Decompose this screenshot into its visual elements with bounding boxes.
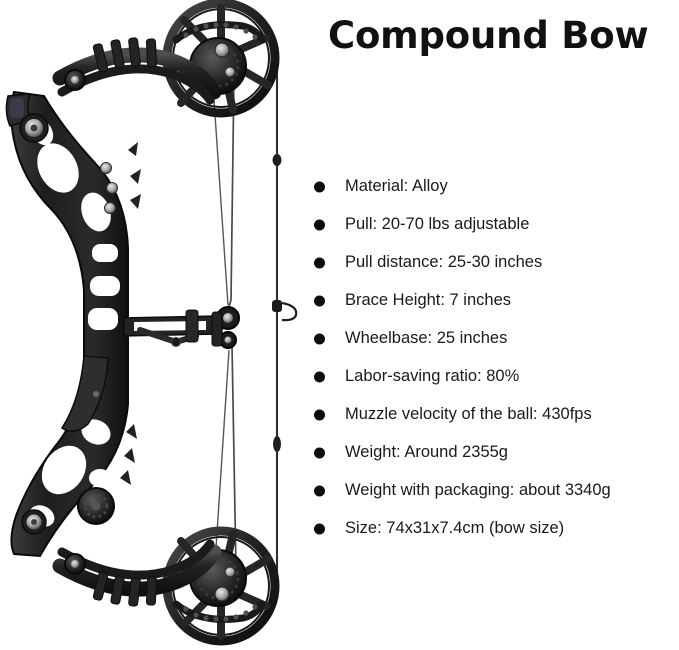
list-item: Pull: 20-70 lbs adjustable: [300, 206, 679, 244]
peep-sight: [272, 300, 298, 322]
riser-cutouts-lower: [29, 419, 111, 527]
bullet-icon: [314, 295, 325, 307]
bullet-icon: [314, 447, 325, 459]
spec-label: Weight with packaging: about 3340g: [345, 481, 611, 500]
string-accessories: [272, 154, 298, 452]
list-item: Size: 74x31x7.4cm (bow size): [300, 510, 679, 548]
grip: [60, 355, 109, 432]
bullet-icon: [314, 219, 325, 231]
stabilizer-mount-bolt: [21, 509, 47, 535]
lower-limb: [52, 539, 222, 607]
cable-secondary-lower: [215, 349, 230, 549]
cable-guard-assembly: [123, 306, 240, 349]
riser-dampener-pins: [100, 162, 118, 214]
bullet-icon: [314, 523, 325, 535]
spec-label: Pull: 20-70 lbs adjustable: [345, 215, 530, 234]
bullet-icon: [314, 333, 325, 345]
page-title: Compound Bow: [328, 14, 649, 57]
lower-limb-fins: [92, 571, 158, 607]
spec-label: Wheelbase: 25 inches: [345, 329, 508, 348]
spec-label: Size: 74x31x7.4cm (bow size): [345, 519, 565, 538]
list-item: Labor-saving ratio: 80%: [300, 358, 679, 396]
list-item: Muzzle velocity of the ball: 430fps: [300, 396, 679, 434]
bullet-icon: [314, 257, 325, 269]
bullet-icon: [314, 485, 325, 497]
spec-label: Brace Height: 7 inches: [345, 291, 512, 310]
list-item: Wheelbase: 25 inches: [300, 320, 679, 358]
list-item: Material: Alloy: [300, 168, 679, 206]
cable-secondary-upper: [213, 99, 229, 306]
list-item: Brace Height: 7 inches: [300, 282, 679, 320]
spec-label: Pull distance: 25-30 inches: [345, 253, 543, 272]
spec-label: Weight: Around 2355g: [345, 443, 508, 462]
riser-cutouts-mid: [88, 244, 120, 330]
bullet-icon: [314, 409, 325, 421]
upper-limb-fins: [92, 37, 158, 73]
cam-module-track: [172, 21, 266, 44]
riser-serrations: [120, 142, 141, 485]
sight-mount-bolt: [19, 113, 49, 143]
string-nock-lower: [273, 436, 281, 452]
specification-list: Material: Alloy Pull: 20-70 lbs adjustab…: [300, 168, 679, 548]
riser-lower-hub: [77, 487, 115, 525]
spec-label: Material: Alloy: [345, 177, 448, 196]
bullet-icon: [314, 371, 325, 383]
string-nock-upper: [272, 154, 282, 166]
list-item: Weight: Around 2355g: [300, 434, 679, 472]
specifications-pane: Compound Bow Material: Alloy Pull: 20-70…: [300, 0, 679, 650]
product-image-compound-bow: [0, 0, 300, 650]
bullet-icon: [314, 181, 325, 193]
spec-label: Labor-saving ratio: 80%: [345, 367, 520, 386]
riser: [10, 90, 141, 558]
list-item: Pull distance: 25-30 inches: [300, 244, 679, 282]
spec-label: Muzzle velocity of the ball: 430fps: [345, 405, 592, 424]
upper-limb: [52, 37, 222, 105]
list-item: Weight with packaging: about 3340g: [300, 472, 679, 510]
